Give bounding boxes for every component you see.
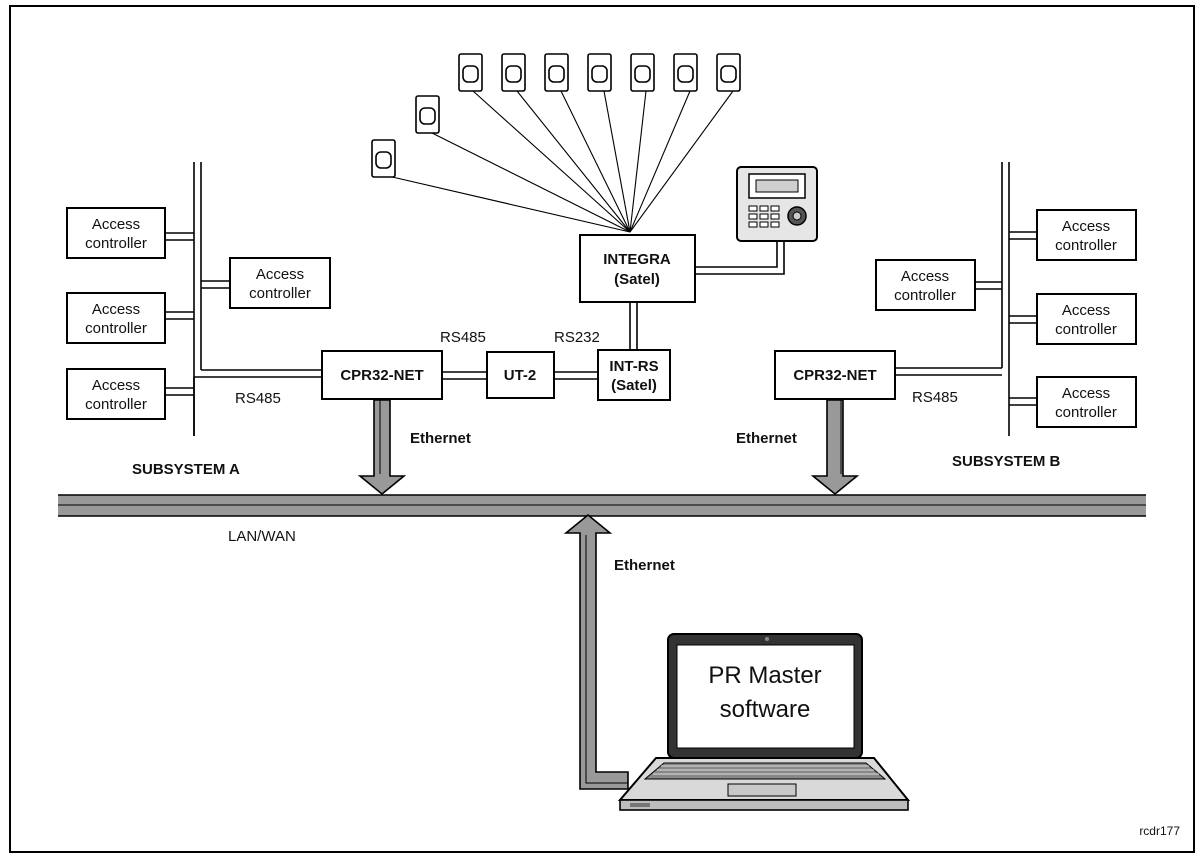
subsystem-b-controller: Access controller (875, 259, 976, 311)
subsystem-a-controller: Access controller (66, 207, 166, 259)
cpr32-net-b: CPR32-NET (774, 350, 896, 400)
motion-detector-icon (501, 53, 526, 92)
controller-label-line1: Access (256, 266, 304, 283)
keypad-link (695, 240, 785, 275)
keypad-icon (736, 166, 818, 242)
int-rs-label-line2: (Satel) (611, 377, 657, 394)
ethernet-label-a: Ethernet (410, 430, 471, 447)
rs485-link (442, 371, 487, 380)
subsystem-b-bus (895, 162, 1037, 436)
rs485-link-label: RS485 (440, 329, 486, 346)
ethernet-arrow-a (357, 399, 407, 496)
rs485-label-b: RS485 (912, 389, 958, 406)
int-rs-integra-link (629, 302, 638, 350)
controller-label-line1: Access (1062, 302, 1110, 319)
diagram-frame (9, 5, 1195, 853)
motion-detector-icon (716, 53, 741, 92)
motion-detector-icon (415, 95, 440, 134)
laptop-screen-line2: software (720, 696, 811, 723)
rs485-label-a: RS485 (235, 390, 281, 407)
motion-detector-icon (458, 53, 483, 92)
ethernet-arrow-b (810, 399, 860, 496)
motion-detector-icon (371, 139, 396, 178)
subsystem-b-controller: Access controller (1036, 293, 1137, 345)
controller-label-line2: controller (1055, 321, 1117, 338)
figure-reference: rcdr177 (1139, 824, 1180, 838)
controller-label-line2: controller (85, 396, 147, 413)
motion-detector-icon (673, 53, 698, 92)
subsystem-a-controller: Access controller (229, 257, 331, 309)
cpr32-net-a: CPR32-NET (321, 350, 443, 400)
subsystem-a-controller: Access controller (66, 292, 166, 344)
subsystem-a-controller: Access controller (66, 368, 166, 420)
subsystem-b-controller: Access controller (1036, 209, 1137, 261)
laptop-icon (617, 633, 911, 811)
controller-label-line2: controller (249, 285, 311, 302)
laptop-screen-line1: PR Master (708, 662, 821, 689)
integra-label-line1: INTEGRA (603, 251, 671, 268)
motion-detector-icon (587, 53, 612, 92)
detector-wires (387, 90, 734, 233)
cpr32-net-a-label: CPR32-NET (340, 367, 423, 384)
integra-panel: INTEGRA (Satel) (579, 234, 696, 303)
rs232-link-label: RS232 (554, 329, 600, 346)
motion-detector-icon (630, 53, 655, 92)
controller-label-line2: controller (85, 320, 147, 337)
lan-wan-label: LAN/WAN (228, 528, 296, 545)
subsystem-a-bus (165, 162, 322, 436)
motion-detector-icon (544, 53, 569, 92)
int-rs-module: INT-RS (Satel) (597, 349, 671, 401)
ethernet-label-b: Ethernet (736, 430, 797, 447)
controller-label-line1: Access (92, 301, 140, 318)
controller-label-line2: controller (1055, 404, 1117, 421)
rs232-link (554, 371, 598, 380)
controller-label-line1: Access (901, 268, 949, 285)
subsystem-b-controller: Access controller (1036, 376, 1137, 428)
int-rs-label-line1: INT-RS (609, 358, 658, 375)
controller-label-line2: controller (1055, 237, 1117, 254)
subsystem-a-title: SUBSYSTEM A (132, 461, 240, 478)
lan-wan-backbone (58, 494, 1146, 517)
controller-label-line2: controller (894, 287, 956, 304)
controller-label-line2: controller (85, 235, 147, 252)
ethernet-arrow-laptop (563, 513, 629, 790)
controller-label-line1: Access (92, 377, 140, 394)
subsystem-b-title: SUBSYSTEM B (952, 453, 1061, 470)
ethernet-label-laptop: Ethernet (614, 557, 675, 574)
controller-label-line1: Access (1062, 385, 1110, 402)
controller-label-line1: Access (1062, 218, 1110, 235)
controller-label-line1: Access (92, 216, 140, 233)
ut2-label: UT-2 (504, 367, 537, 384)
integra-label-line2: (Satel) (614, 271, 660, 288)
ut2-converter: UT-2 (486, 351, 555, 399)
cpr32-net-b-label: CPR32-NET (793, 367, 876, 384)
